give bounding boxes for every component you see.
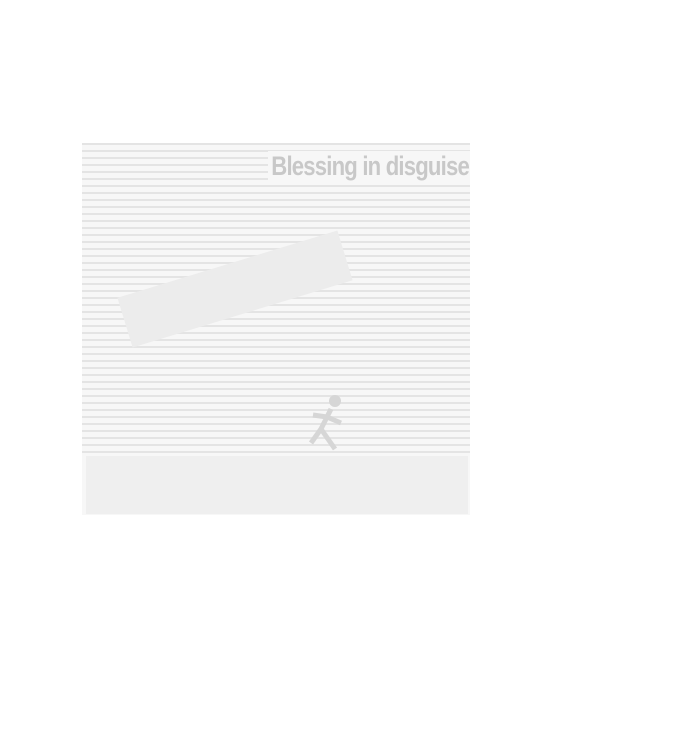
caption-bar [86,456,468,514]
running-figure-illustration [308,395,342,451]
article-headline: Blessing in disguise [268,151,470,182]
newspaper-clipping-image: Blessing in disguise [82,143,470,515]
